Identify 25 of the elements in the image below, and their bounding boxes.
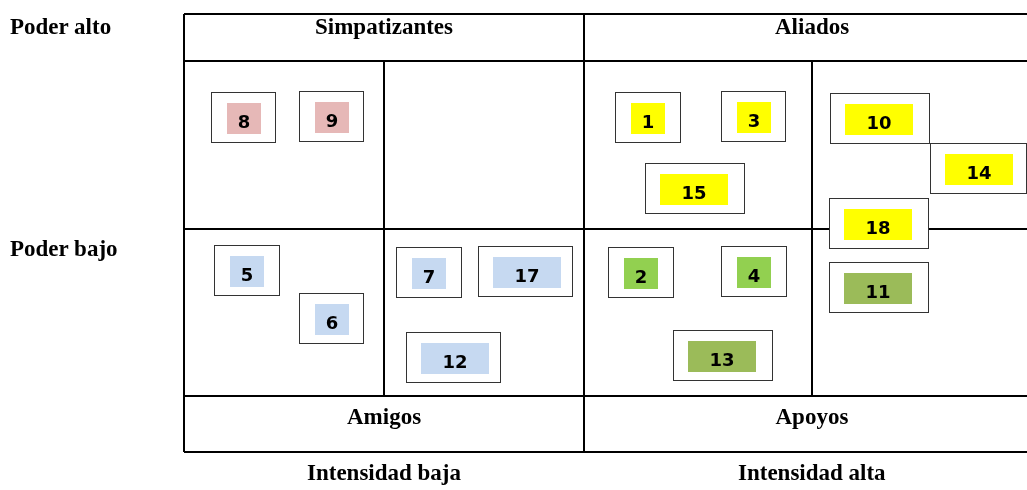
row-label: Poder alto [10,14,112,40]
number-box: 9 [299,91,364,142]
quadrant-title: Apoyos [775,404,849,430]
number-box: 4 [721,246,787,297]
number-box: 15 [645,163,745,214]
number-box: 5 [214,245,280,296]
row-label: Poder bajo [10,236,118,262]
number-box: 18 [829,198,929,249]
column-label: Intensidad baja [307,460,462,486]
number-box: 13 [673,330,773,381]
number-box: 10 [830,93,930,144]
quadrant-title: Simpatizantes [315,14,453,40]
number-box: 7 [396,247,462,298]
number-box: 6 [299,293,364,344]
column-label: Intensidad alta [738,460,886,486]
number-box: 3 [721,91,786,142]
number-box: 8 [211,92,276,143]
number-box: 1 [615,92,681,143]
number-box: 11 [829,262,929,313]
number-box: 17 [478,246,573,297]
number-box: 14 [930,143,1027,194]
quadrant-title: Amigos [347,404,422,430]
number-box: 2 [608,247,674,298]
quadrant-title: Aliados [775,14,850,40]
number-box: 12 [406,332,501,383]
